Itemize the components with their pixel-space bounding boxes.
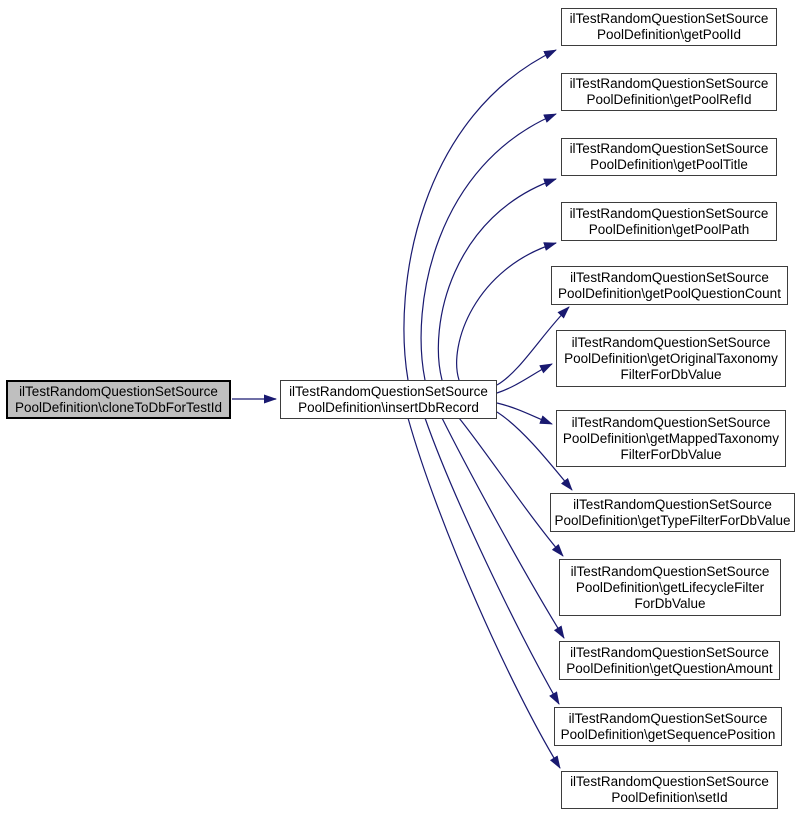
edge-insertDbRecord-getOriginalTaxonomyFilterForDbValue [496, 363, 553, 394]
edge-insertDbRecord-getSequencePosition [424, 417, 560, 705]
edge-insertDbRecord-getPoolTitle [437, 178, 557, 381]
node-getPoolTitle[interactable]: ilTestRandomQuestionSetSource PoolDefini… [561, 138, 777, 176]
node-getPoolRefId[interactable]: ilTestRandomQuestionSetSource PoolDefini… [561, 73, 777, 111]
node-getSequencePosition[interactable]: ilTestRandomQuestionSetSource PoolDefini… [554, 707, 782, 746]
node-setId[interactable]: ilTestRandomQuestionSetSource PoolDefini… [561, 771, 778, 809]
edge-insertDbRecord-setId [407, 417, 561, 769]
node-getPoolId[interactable]: ilTestRandomQuestionSetSource PoolDefini… [561, 8, 777, 46]
edge-insertDbRecord-getMappedTaxonomyFilterForDbValue [496, 402, 553, 425]
node-getMappedTaxonomyFilterForDbValue[interactable]: ilTestRandomQuestionSetSource PoolDefini… [556, 410, 786, 467]
edge-insertDbRecord-getQuestionAmount [441, 417, 565, 639]
edge-insertDbRecord-getPoolId [403, 49, 557, 381]
edge-insertDbRecord-getPoolPath [456, 242, 557, 381]
edge-insertDbRecord-getPoolQuestionCount [496, 306, 570, 386]
edge-insertDbRecord-getPoolRefId [420, 113, 557, 381]
node-insertDbRecord[interactable]: ilTestRandomQuestionSetSource PoolDefini… [280, 380, 497, 419]
node-getLifecycleFilterForDbValue[interactable]: ilTestRandomQuestionSetSource PoolDefini… [559, 559, 781, 616]
edge-insertDbRecord-getLifecycleFilterForDbValue [458, 417, 564, 557]
edge-insertDbRecord-getTypeFilterForDbValue [496, 411, 573, 491]
node-getOriginalTaxonomyFilterForDbValue[interactable]: ilTestRandomQuestionSetSource PoolDefini… [556, 330, 786, 387]
node-getPoolPath[interactable]: ilTestRandomQuestionSetSource PoolDefini… [561, 202, 777, 241]
node-cloneToDbForTestId[interactable]: ilTestRandomQuestionSetSource PoolDefini… [6, 380, 231, 419]
node-getQuestionAmount[interactable]: ilTestRandomQuestionSetSource PoolDefini… [559, 641, 780, 680]
node-getTypeFilterForDbValue[interactable]: ilTestRandomQuestionSetSource PoolDefini… [550, 493, 795, 532]
node-getPoolQuestionCount[interactable]: ilTestRandomQuestionSetSource PoolDefini… [551, 266, 788, 305]
